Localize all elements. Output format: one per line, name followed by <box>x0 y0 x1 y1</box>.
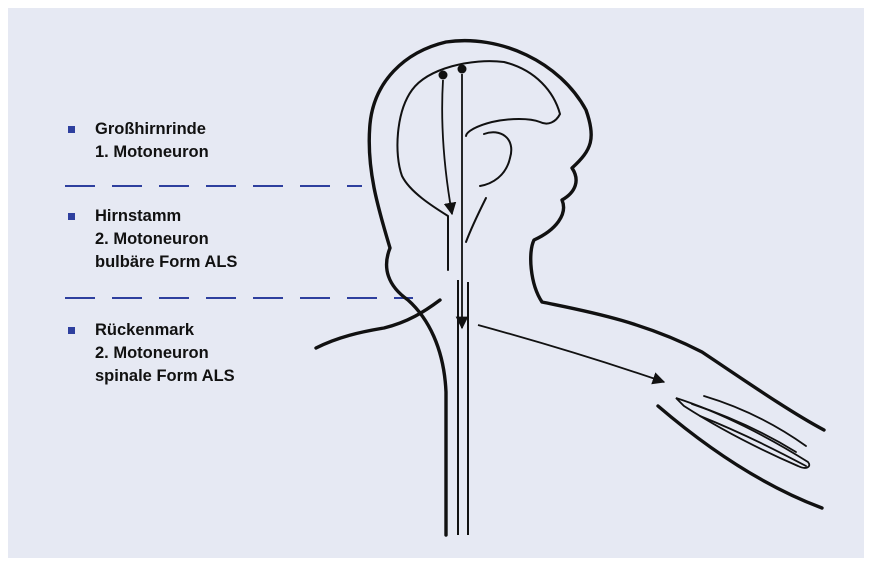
cerebellum-outline <box>480 132 511 186</box>
cortex-to-brainstem-arrow <box>442 80 452 214</box>
upper-motor-neuron-left <box>439 71 448 80</box>
label-cortex-title: Großhirnrinde <box>95 118 209 141</box>
label-cortex-line-1: 1. Motoneuron <box>95 141 209 164</box>
label-brainstem-line-1: 2. Motoneuron <box>95 228 237 251</box>
label-group-cortex: Großhirnrinde 1. Motoneuron <box>95 118 209 164</box>
shoulder-outline <box>316 300 440 348</box>
body-outline <box>369 41 824 535</box>
label-brainstem-title: Hirnstamm <box>95 205 237 228</box>
muscle-fibers <box>676 396 809 468</box>
label-spinal-line-1: 2. Motoneuron <box>95 342 235 365</box>
head-inner-right-contour <box>466 198 486 242</box>
label-group-spinal: Rückenmark 2. Motoneuron spinale Form AL… <box>95 319 235 388</box>
label-brainstem-line-2: bulbäre Form ALS <box>95 251 237 274</box>
label-spinal-line-2: spinale Form ALS <box>95 365 235 388</box>
label-spinal-title: Rückenmark <box>95 319 235 342</box>
spinal-to-muscle-arrow <box>478 325 664 382</box>
lower-arm-outline <box>658 406 822 508</box>
square-bullet-icon <box>68 126 75 133</box>
square-bullet-icon <box>68 327 75 334</box>
upper-motor-neuron-right <box>458 65 467 74</box>
label-group-brainstem: Hirnstamm 2. Motoneuron bulbäre Form ALS <box>95 205 237 274</box>
square-bullet-icon <box>68 213 75 220</box>
